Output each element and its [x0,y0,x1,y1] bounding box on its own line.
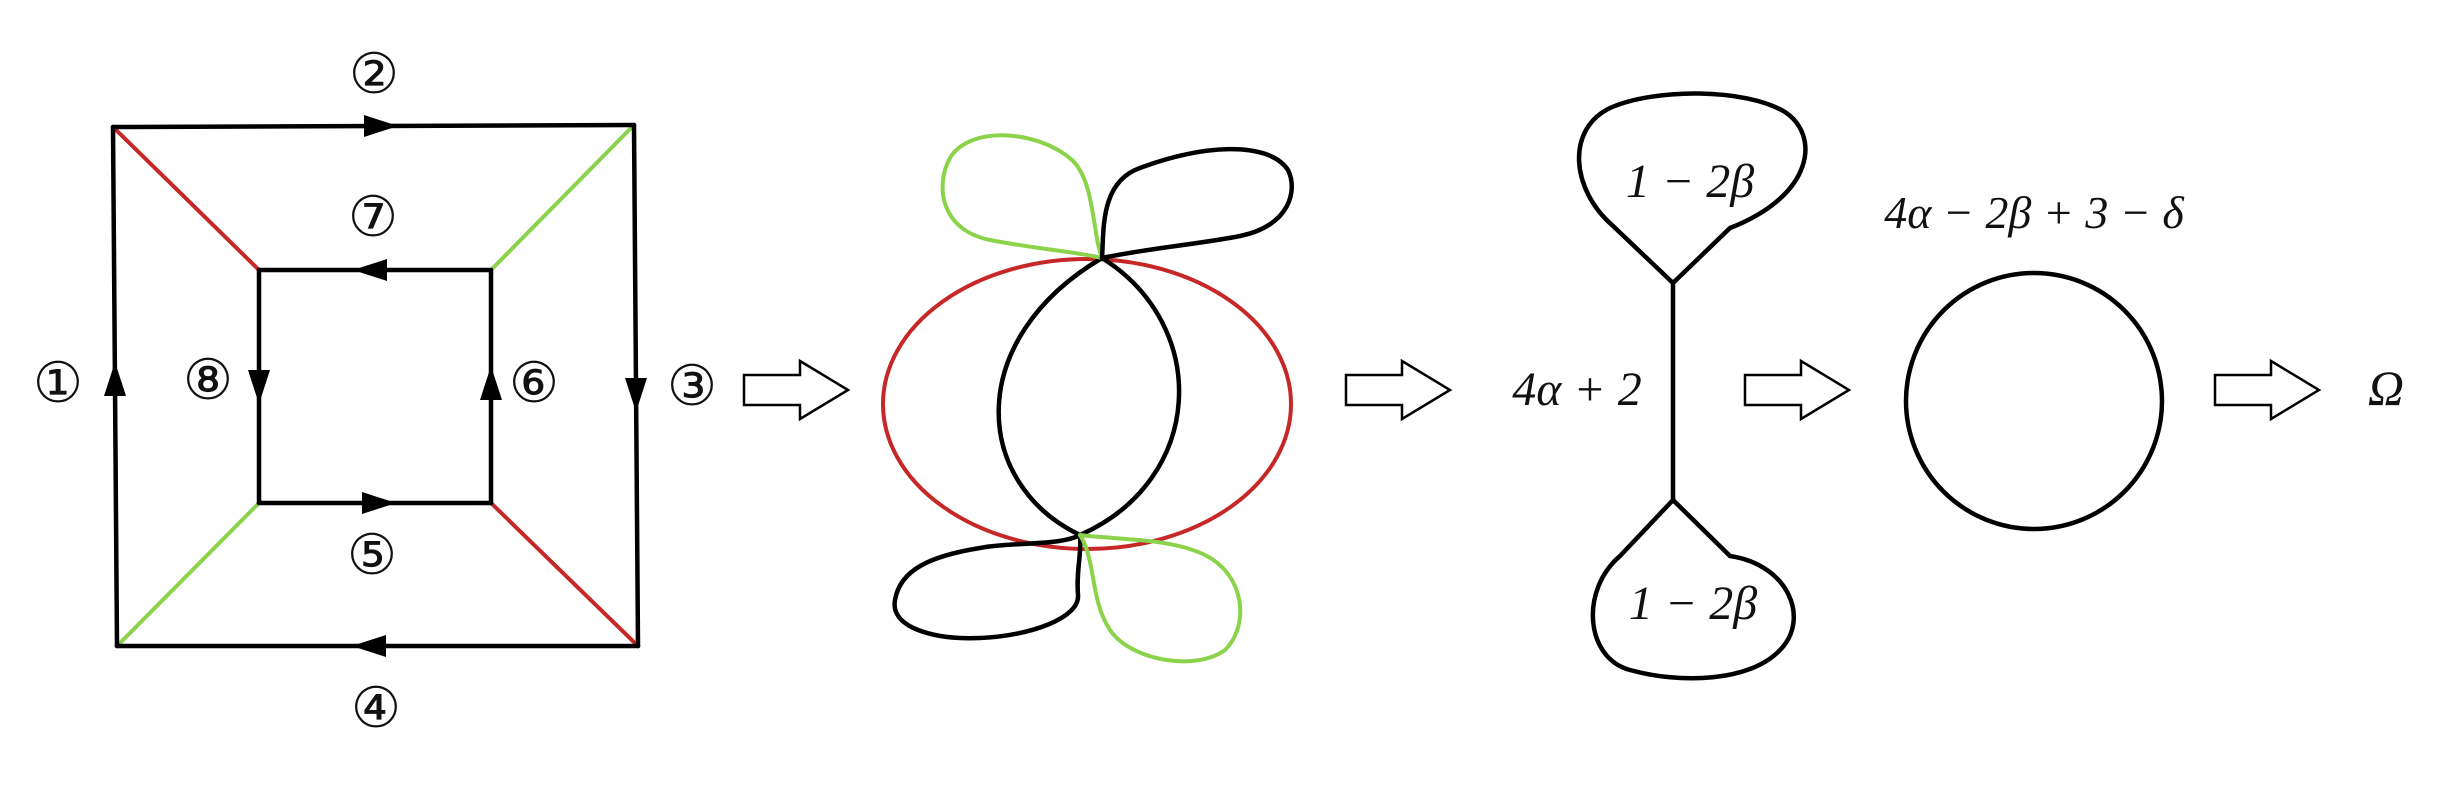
panel-bouquet-graph [881,133,1294,664]
green-loop-bottom [1078,533,1243,664]
transition-arrow-4 [2213,358,2322,422]
arrow-edge-1 [104,362,126,396]
arrow-edge-2 [364,115,398,137]
panel-dumbbell-graph: 1 − 2β 4α + 2 1 − 2β [1512,91,1808,681]
label-edge-1: ① [33,353,83,415]
bottom-loop [1590,497,1797,681]
label-edge-3: ③ [667,356,717,418]
diagonal-bottom-right [489,501,640,648]
black-lens-left [996,255,1105,538]
black-loop-bottom [892,532,1083,641]
label-edge-7: ⑦ [348,187,398,249]
label-edge-8: ⑧ [183,350,233,412]
diagonal-top-right [489,123,636,272]
arrow-edge-5 [362,492,396,514]
label-edge-5: ⑤ [347,525,397,587]
arrow-edge-7 [353,259,387,281]
bottom-loop-label: 1 − 2β [1629,577,1757,630]
single-loop-label: 4α − 2β + 3 − δ [1884,187,2184,238]
result-omega: Ω [2368,360,2404,416]
edge-weight-label: 4α + 2 [1512,363,1642,416]
label-edge-6: ⑥ [509,353,559,415]
black-lens-right [1077,255,1182,538]
diagonal-bottom-left [115,501,261,648]
transition-arrow-3 [1743,358,1852,422]
single-loop-circle [1903,270,2165,532]
top-loop-label: 1 − 2β [1626,155,1754,208]
arrow-edge-6 [480,366,502,400]
green-loop-top [940,133,1104,260]
panel-single-loop: 4α − 2β + 3 − δ [1884,187,2184,532]
red-ellipse-edge [881,257,1293,551]
arrow-edge-8 [248,370,270,404]
label-edge-2: ② [349,44,399,106]
top-loop [1576,91,1808,286]
transition-arrow-2 [1344,358,1453,422]
diagonal-top-left [111,125,261,272]
transition-arrow-1 [742,358,851,422]
label-edge-4: ④ [351,678,401,740]
arrow-edge-3 [625,378,647,412]
arrow-edge-4 [352,635,386,657]
panel-square-graph: ① ② ③ ④ ⑤ ⑥ ⑦ ⑧ [33,44,717,740]
black-loop-top [1099,146,1294,261]
